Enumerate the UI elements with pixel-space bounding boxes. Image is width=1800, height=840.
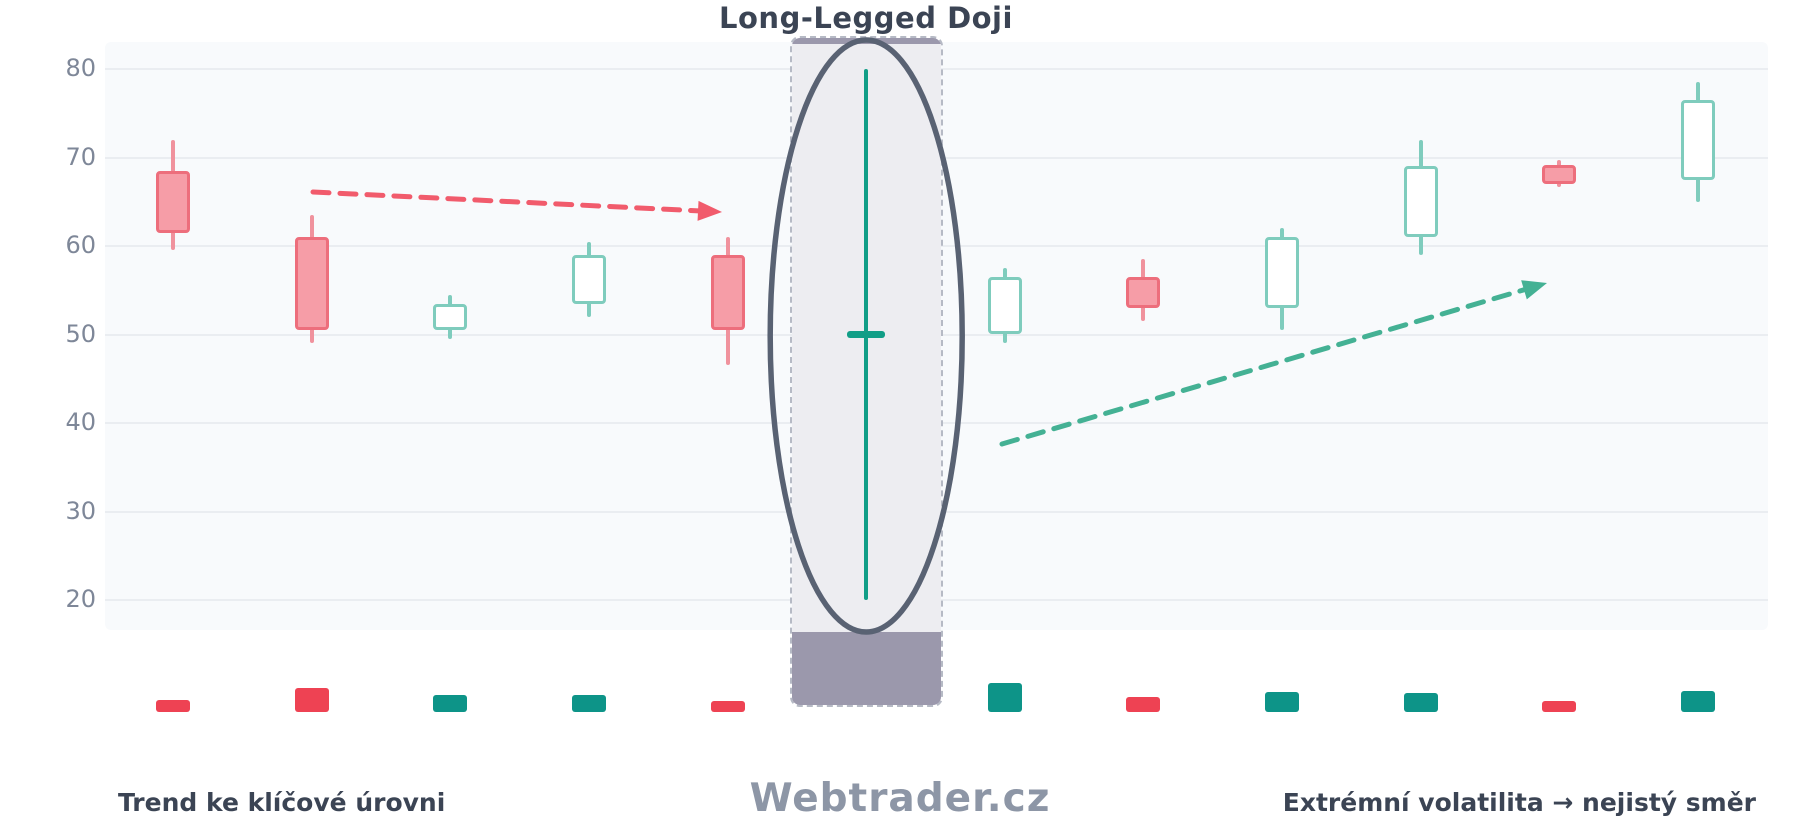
volume-bar	[1265, 692, 1300, 712]
right-annotation: Extrémní volatilita → nejistý směr	[1282, 788, 1756, 817]
pattern-title: Long-Legged Doji	[719, 1, 1013, 35]
doji-body	[847, 331, 886, 338]
candle-body	[156, 170, 190, 233]
volume-bar	[571, 695, 606, 712]
volume-bar	[156, 700, 190, 712]
candle-body	[571, 254, 606, 304]
y-axis-tick-label: 80	[65, 54, 96, 82]
y-axis-tick-label: 20	[65, 585, 96, 613]
candle-body	[987, 276, 1022, 335]
left-annotation: Trend ke klíčové úrovni	[118, 788, 446, 817]
candle-body	[294, 237, 329, 331]
volume-bar	[433, 695, 468, 712]
candle-body	[1681, 99, 1716, 180]
volume-bar	[1126, 697, 1161, 712]
candle-body	[433, 303, 468, 331]
volume-bar	[294, 688, 329, 712]
doji-highlight-band-bottom-cap	[792, 632, 941, 705]
candle-body	[1403, 166, 1438, 238]
y-axis-tick-label: 40	[65, 408, 96, 436]
candle-body	[1542, 164, 1577, 185]
watermark: Webtrader.cz	[749, 776, 1051, 821]
volume-bar	[987, 683, 1022, 712]
candle-body	[710, 254, 745, 331]
y-axis-tick-label: 60	[65, 231, 96, 259]
volume-bar	[710, 701, 745, 712]
volume-bar	[1542, 701, 1577, 712]
y-axis-tick-label: 70	[65, 142, 96, 171]
candle-body	[1265, 237, 1300, 308]
y-axis-tick-label: 30	[65, 496, 96, 525]
volume-bar	[1681, 691, 1716, 712]
volume-bar	[1403, 693, 1438, 712]
y-axis-tick-label: 50	[65, 319, 96, 348]
candle-body	[1126, 276, 1161, 308]
